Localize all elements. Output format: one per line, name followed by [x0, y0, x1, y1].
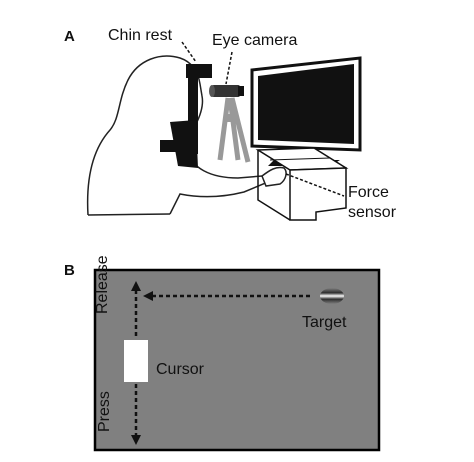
hand	[261, 166, 287, 187]
person-outline	[86, 55, 270, 216]
force-sensor-callout-line	[285, 173, 345, 197]
force-sensor-label-line2: sensor	[348, 204, 397, 221]
monitor	[250, 56, 362, 166]
experimental-setup-illustration	[86, 41, 362, 221]
panel-a-letter: A	[64, 28, 75, 45]
eye-camera	[209, 85, 251, 163]
chin-rest-callout-line	[181, 41, 197, 63]
chin-rest	[160, 64, 212, 168]
release-label: Release	[94, 255, 111, 314]
table-box	[255, 147, 349, 221]
force-sensor-label-line1: Force	[348, 184, 389, 201]
target-label: Target	[302, 314, 347, 331]
cursor-rectangle	[124, 340, 148, 382]
person-back	[87, 213, 171, 216]
target-stimulus	[320, 288, 344, 304]
screen-background	[93, 268, 381, 452]
chin-rest-label: Chin rest	[108, 27, 173, 44]
panel-b-letter: B	[64, 262, 75, 279]
eye-camera-label: Eye camera	[212, 32, 298, 49]
press-label: Press	[96, 391, 113, 432]
eye-camera-callout-line	[225, 51, 233, 85]
cursor-label: Cursor	[156, 361, 205, 378]
